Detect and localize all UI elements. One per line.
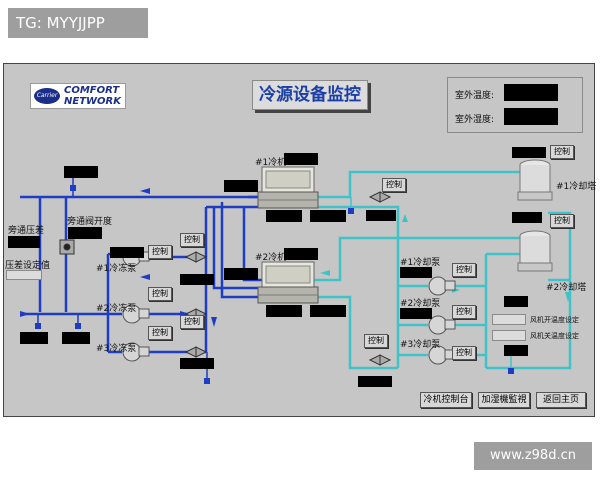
cw-pump-1 bbox=[428, 276, 456, 296]
logo-line-2: NETWORK bbox=[64, 96, 122, 107]
carrier-oval-logo: Carrier bbox=[34, 88, 60, 104]
logo-line-1: COMFORT bbox=[64, 85, 120, 96]
bypass-valve-value bbox=[68, 227, 102, 239]
chiller-2-unit bbox=[257, 261, 319, 304]
cw-pump-1-control-button[interactable]: 控制 bbox=[452, 263, 476, 277]
chw-pump-2-control-button[interactable]: 控制 bbox=[148, 287, 172, 301]
bypass-dp-label: 旁通压差 bbox=[8, 226, 45, 236]
outdoor-temp-label: 室外温度: bbox=[455, 91, 495, 101]
cw-valve-2 bbox=[368, 354, 392, 366]
chw-pump-1-control-button[interactable]: 控制 bbox=[148, 245, 172, 259]
dp-setpoint-field[interactable] bbox=[6, 270, 42, 280]
chiller-2-label: #2冷机 bbox=[255, 253, 287, 263]
cw-pump-2-status bbox=[400, 308, 432, 319]
return-pressure-readout bbox=[62, 332, 90, 344]
fan-off-temp-label: 风机关温度设定 bbox=[530, 332, 579, 340]
back-home-button[interactable]: 返回主页 bbox=[536, 392, 586, 408]
return-temp-readout bbox=[20, 332, 48, 344]
chiller-1-readout bbox=[224, 180, 258, 192]
chiller-2-readout bbox=[266, 305, 302, 317]
bypass-valve-label: 旁通阀开度 bbox=[67, 217, 113, 227]
fan-off-temp-field[interactable] bbox=[492, 330, 526, 341]
carrier-logo: Carrier COMFORT NETWORK bbox=[30, 83, 126, 109]
cooling-tower-1 bbox=[517, 159, 553, 201]
channel-tag-label: TG: MYYJJPP bbox=[8, 8, 148, 38]
cw-valve-2-readout bbox=[358, 376, 392, 387]
cw-pump-1-status bbox=[400, 267, 432, 278]
chw-pump-1-status bbox=[110, 247, 144, 258]
outdoor-humidity-value bbox=[504, 108, 558, 125]
chw-valve-1-readout bbox=[180, 274, 214, 285]
chiller-2-readout bbox=[310, 305, 346, 317]
tower-1-readout bbox=[512, 212, 542, 223]
sensor-icon bbox=[508, 368, 514, 374]
tower-1-label: #1冷却塔 bbox=[556, 182, 597, 192]
tower-1-control-button[interactable]: 控制 bbox=[550, 145, 574, 159]
cw-pump-3-label: #3冷却泵 bbox=[400, 340, 441, 350]
chw-pump-2 bbox=[122, 304, 150, 324]
chw-valve-3-readout bbox=[180, 358, 214, 369]
chiller-1-readout bbox=[266, 210, 302, 222]
sensor-icon bbox=[35, 323, 41, 329]
cw-pump-2-label: #2冷却泵 bbox=[400, 299, 441, 309]
sensor-icon bbox=[204, 378, 210, 384]
chw-valve-2-control-button[interactable]: 控制 bbox=[180, 315, 204, 329]
sensor-icon bbox=[348, 208, 354, 214]
cw-pump-2 bbox=[428, 315, 456, 335]
outdoor-humidity-label: 室外湿度: bbox=[455, 115, 495, 125]
header-temp-readout bbox=[64, 166, 98, 178]
chiller-1-status bbox=[284, 153, 318, 165]
chiller-1-readout bbox=[310, 210, 346, 222]
cw-valve-1-readout bbox=[366, 210, 396, 221]
cw-valve-2-control-button[interactable]: 控制 bbox=[364, 334, 388, 348]
cw-valve-1-control-button[interactable]: 控制 bbox=[382, 178, 406, 192]
outdoor-temp-value bbox=[504, 84, 558, 101]
cw-pump-2-control-button[interactable]: 控制 bbox=[452, 305, 476, 319]
sensor-icon bbox=[75, 323, 81, 329]
chw-pump-3-control-button[interactable]: 控制 bbox=[148, 326, 172, 340]
fan-on-temp-field[interactable] bbox=[492, 314, 526, 325]
cooling-tower-2 bbox=[517, 230, 553, 272]
chiller-console-button[interactable]: 冷机控制台 bbox=[420, 392, 472, 408]
cw-return-from-towers bbox=[486, 211, 572, 370]
cw-supply-to-tower1 bbox=[314, 170, 520, 199]
site-watermark: www.z98d.cn bbox=[474, 442, 592, 470]
chiller-2-status bbox=[284, 248, 318, 260]
chw-pump-1-label: #1冷冻泵 bbox=[96, 264, 137, 274]
chw-valve-1 bbox=[184, 251, 208, 263]
tower-1-status bbox=[512, 147, 546, 158]
tower-2-control-button[interactable]: 控制 bbox=[550, 214, 574, 228]
chw-valve-1-control-button[interactable]: 控制 bbox=[180, 233, 204, 247]
fan-readout bbox=[504, 345, 528, 356]
bypass-dp-value bbox=[8, 236, 40, 248]
humidifier-monitor-button[interactable]: 加湿機監視 bbox=[478, 392, 530, 408]
page-title: 冷源设备监控 bbox=[252, 80, 368, 110]
chiller-2-readout bbox=[224, 268, 258, 280]
dp-setpoint-label: 压差设定值 bbox=[5, 261, 51, 271]
chw-pump-2-label: #2冷冻泵 bbox=[96, 304, 137, 314]
cw-supply-to-tower2 bbox=[314, 236, 520, 282]
fan-status-readout bbox=[504, 296, 528, 307]
chiller-1-unit bbox=[257, 166, 319, 209]
chw-pump-3 bbox=[122, 342, 150, 362]
chw-pump-3-label: #3冷冻泵 bbox=[96, 344, 137, 354]
tower-2-label: #2冷却塔 bbox=[546, 283, 587, 293]
chiller-1-label: #1冷机 bbox=[255, 158, 287, 168]
bypass-valve bbox=[59, 239, 75, 255]
fan-on-temp-label: 风机开温度设定 bbox=[530, 316, 579, 324]
chw-valve-3 bbox=[184, 346, 208, 358]
cw-pump-3-control-button[interactable]: 控制 bbox=[452, 346, 476, 360]
cw-valve-1 bbox=[368, 191, 392, 203]
cw-pump-1-label: #1冷却泵 bbox=[400, 258, 441, 268]
